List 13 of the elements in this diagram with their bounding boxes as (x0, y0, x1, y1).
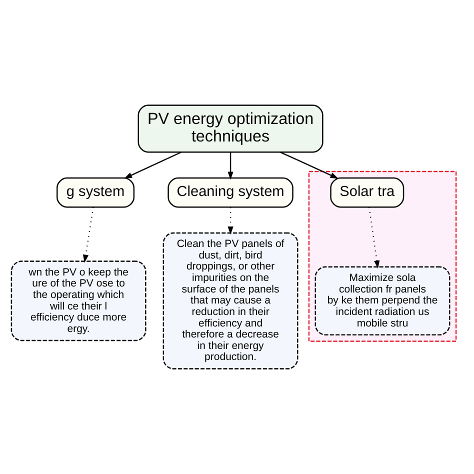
node-box: Solar tra (330, 177, 404, 208)
node-box: Clean the PV panels of dust, dirt, bird droppings, or other impurities on the surface of the panels that may cause a reduction in their efficiency and therefore a decrease in their energy production. (162, 232, 298, 370)
arrow (228, 207, 234, 235)
arrow (368, 207, 380, 269)
node-box: g system (56, 177, 135, 208)
node-box: wn the PV o keep the ure of the PV ose to the operating which will ce their l efficiency duce more ergy. (10, 260, 146, 342)
node-box: Cleaning system (168, 177, 294, 208)
node-box: Maximize sola collection fr panels by ke them perpend the incident radiation us mobile stru (314, 266, 450, 336)
arrow (228, 152, 234, 180)
node-box: PV energy optimization techniques (138, 104, 324, 153)
arrow (82, 207, 94, 263)
arrow (280, 152, 338, 179)
arrow (124, 152, 182, 179)
